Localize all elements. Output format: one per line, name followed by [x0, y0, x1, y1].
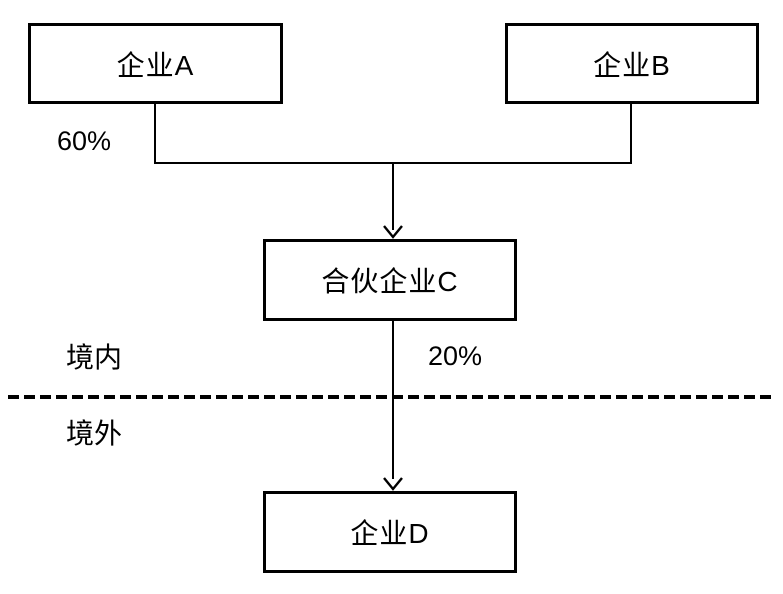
region-label-domestic: 境内 — [66, 342, 123, 373]
connector-a-down — [154, 104, 156, 164]
node-enterprise-d-label: 企业D — [350, 518, 430, 549]
arrow-down-icon — [383, 225, 403, 239]
share-label-60: 60% — [57, 126, 112, 156]
connector-merge-horizontal — [154, 162, 632, 164]
node-enterprise-d: 企业D — [263, 491, 517, 573]
node-enterprise-b-label: 企业B — [593, 49, 671, 81]
arrow-down-icon — [383, 477, 403, 491]
connector-b-down — [630, 104, 632, 164]
connector-c-to-d — [392, 321, 394, 479]
share-label-20: 20% — [428, 341, 483, 371]
region-label-overseas: 境外 — [66, 418, 123, 449]
node-partnership-c-label: 合伙企业C — [321, 266, 459, 297]
connector-to-partnership-c — [392, 164, 394, 230]
node-enterprise-a: 企业A — [28, 23, 283, 104]
node-enterprise-b: 企业B — [505, 23, 759, 104]
node-partnership-c: 合伙企业C — [263, 239, 517, 321]
node-enterprise-a-label: 企业A — [116, 49, 195, 81]
onshore-offshore-divider — [8, 395, 775, 399]
